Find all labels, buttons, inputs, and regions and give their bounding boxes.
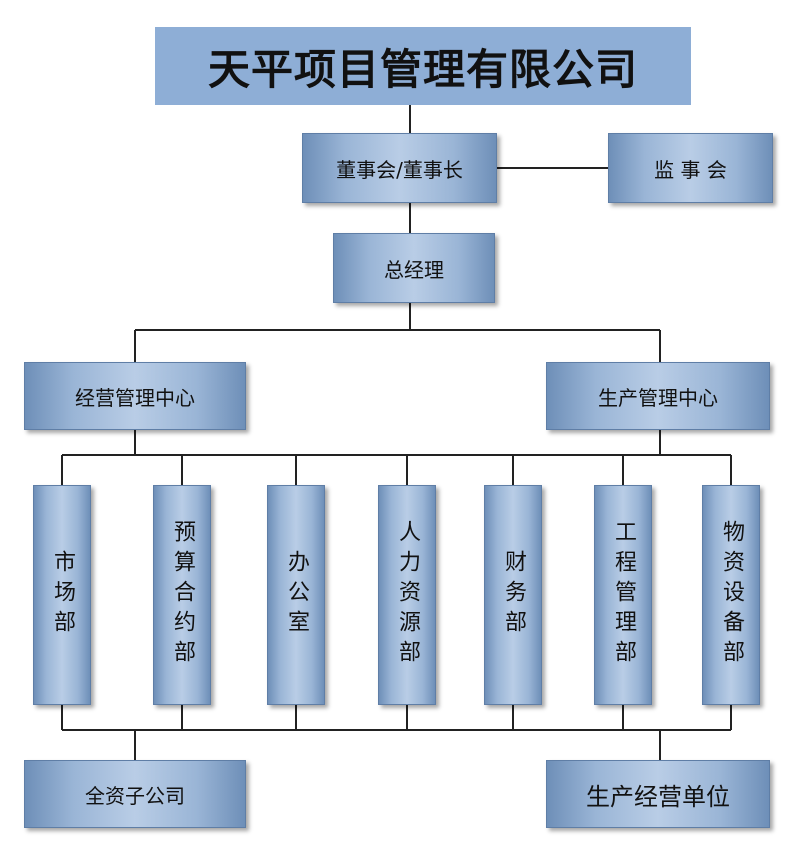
department-finance: 财务部 <box>484 485 542 705</box>
department-budget-contract: 预算合约部 <box>153 485 211 705</box>
board-box: 董事会/董事长 <box>302 133 497 203</box>
department-office: 办公室 <box>267 485 325 705</box>
company-title: 天平项目管理有限公司 <box>155 27 691 105</box>
department-engineering: 工程管理部 <box>594 485 652 705</box>
production-units-box: 生产经营单位 <box>546 760 770 828</box>
department-hr: 人力资源部 <box>378 485 436 705</box>
department-materials: 物资设备部 <box>702 485 760 705</box>
department-market: 市场部 <box>33 485 91 705</box>
production-center-box: 生产管理中心 <box>546 362 770 430</box>
general-manager-box: 总经理 <box>333 233 495 303</box>
supervisory-box: 监 事 会 <box>608 133 773 203</box>
subsidiary-box: 全资子公司 <box>24 760 246 828</box>
business-center-box: 经营管理中心 <box>24 362 246 430</box>
